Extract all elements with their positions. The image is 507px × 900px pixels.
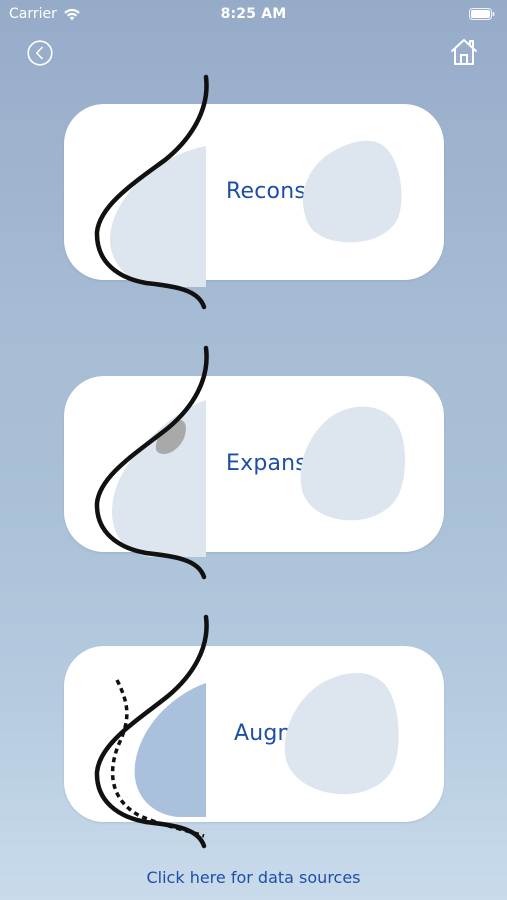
- augmentation-label: Augmentation: [234, 721, 393, 746]
- home-icon[interactable]: [449, 37, 479, 67]
- expansion-card[interactable]: Expansion: [64, 376, 444, 552]
- carrier-label: Carrier: [9, 6, 57, 22]
- carrier-group: Carrier: [9, 6, 81, 22]
- data-sources-link[interactable]: Click here for data sources: [146, 868, 361, 887]
- expansion-label: Expansion: [226, 451, 342, 476]
- status-time: 8:25 AM: [220, 6, 287, 22]
- wifi-icon: [64, 8, 80, 20]
- status-bar: Carrier 8:25 AM: [0, 0, 507, 28]
- augmentation-card[interactable]: Augmentation: [64, 646, 444, 822]
- battery-icon: [469, 8, 495, 20]
- chevron-left-circle-icon[interactable]: [27, 40, 53, 66]
- reconstruction-label: Reconstruction: [226, 179, 394, 204]
- reconstruction-card[interactable]: Reconstruction: [64, 104, 444, 280]
